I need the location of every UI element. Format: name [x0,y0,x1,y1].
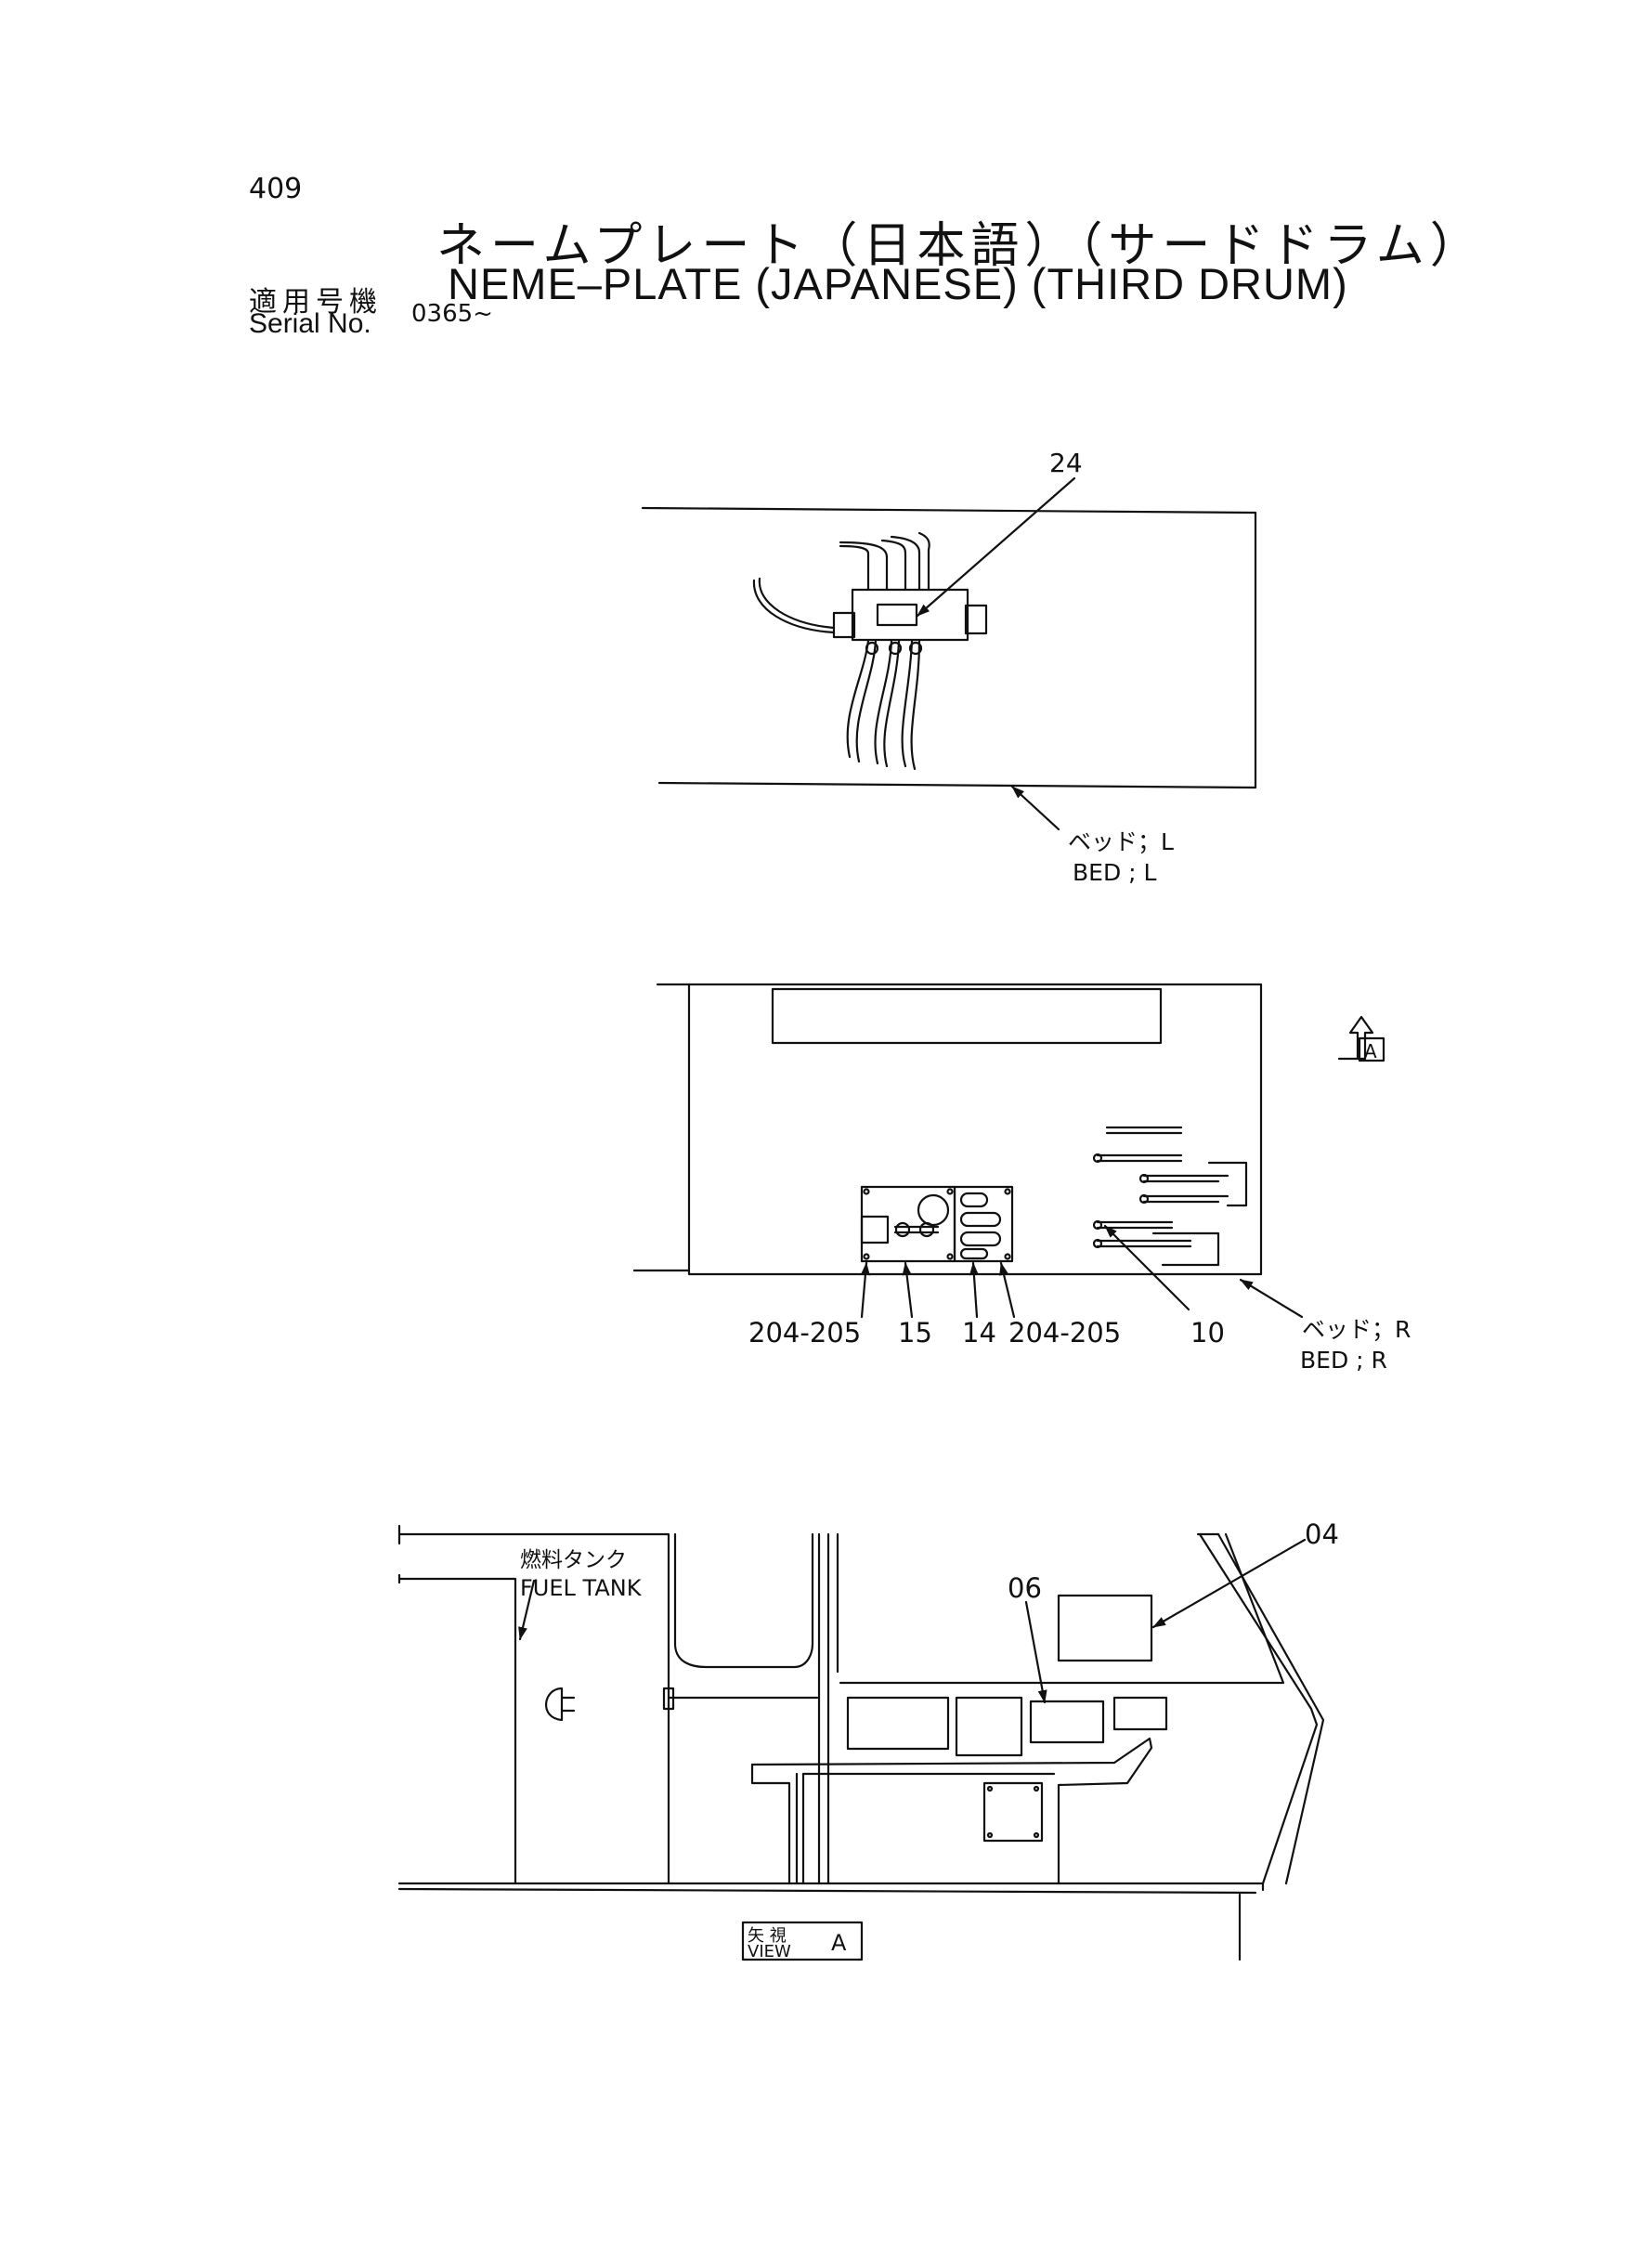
fuel-tank-outline [397,1532,670,1885]
name-plate-06 [1029,1700,1105,1744]
base-line [397,1882,1265,1892]
view-a-drawing [397,1524,1325,1961]
callout-24: 24 [1049,448,1083,478]
callout-204-205-right: 204-205 [1008,1317,1121,1348]
bed-left-label-jp: ベッド；L [1068,828,1174,855]
leader-fuel-tank [518,1579,536,1641]
page-number: 409 [249,173,303,205]
leader-06 [1024,1600,1047,1704]
view-label-letter: A [831,1930,847,1956]
leader-04 [1151,1538,1307,1629]
junction-flange-right [964,604,988,635]
fuel-plug-icon [545,1687,576,1722]
callout-10: 10 [1190,1317,1225,1348]
leader-14 [969,1261,979,1319]
bottom-hose-1 [846,639,870,759]
name-plate-04 [1057,1594,1153,1662]
callout-14: 14 [962,1317,996,1348]
view-label-box [741,1921,864,1961]
bed-left-view [641,476,1257,831]
cover-plate [982,1781,1044,1843]
leader-10 [1103,1224,1190,1311]
view-label-en: VIEW [748,1942,791,1961]
leader-204-205-right [999,1261,1016,1319]
view-label-jp: 矢 視 [748,1926,787,1946]
callout-204-205-left: 204-205 [748,1317,861,1348]
callout-04: 04 [1305,1518,1339,1550]
serial-label-english: Serial No. [249,308,371,339]
bed-right-outline [687,983,1263,1276]
panel-outline [839,1532,1285,1685]
left-cable [758,577,836,630]
view-a-marker-letter: A [1364,1040,1377,1062]
bed-right-label-jp: ベッド；R [1302,1316,1411,1343]
top-slot [771,987,1163,1045]
leader-bed-right [1239,1278,1304,1319]
junction-flange-left [832,611,856,639]
callout-15: 15 [898,1317,932,1348]
name-plate-14 [953,1185,1014,1263]
leader-15 [902,1261,914,1319]
name-plate-24 [876,603,918,627]
leader-bed-left [1010,785,1060,831]
bed-left-outline [641,506,1257,789]
fuel-tank-label-en: FUEL TANK [520,1575,643,1601]
title-english: NEME–PLATE (JAPANESE) (THIRD DRUM) [448,259,1348,308]
junction-block [851,588,969,642]
leader-204-205-left [860,1261,870,1319]
right-pipes [1105,1126,1183,1135]
bed-right-label-en: BED ; R [1300,1347,1387,1374]
console-outline [750,1737,1153,1885]
serial-value: 0365~ [411,300,493,328]
top-pipe-1 [839,544,870,592]
callout-06: 06 [1008,1572,1042,1604]
serial-label-japanese: 適用号機 [249,286,383,319]
title-japanese: ネームプレート（日本語）（サードドラム） [436,218,1484,274]
view-a-marker [1337,1015,1374,1061]
bed-left-label-en: BED ; L [1073,859,1157,886]
bed-right-view [632,983,1385,1319]
fuel-tank-label-jp: 燃料タンク [520,1548,627,1572]
leader-24 [916,476,1076,618]
